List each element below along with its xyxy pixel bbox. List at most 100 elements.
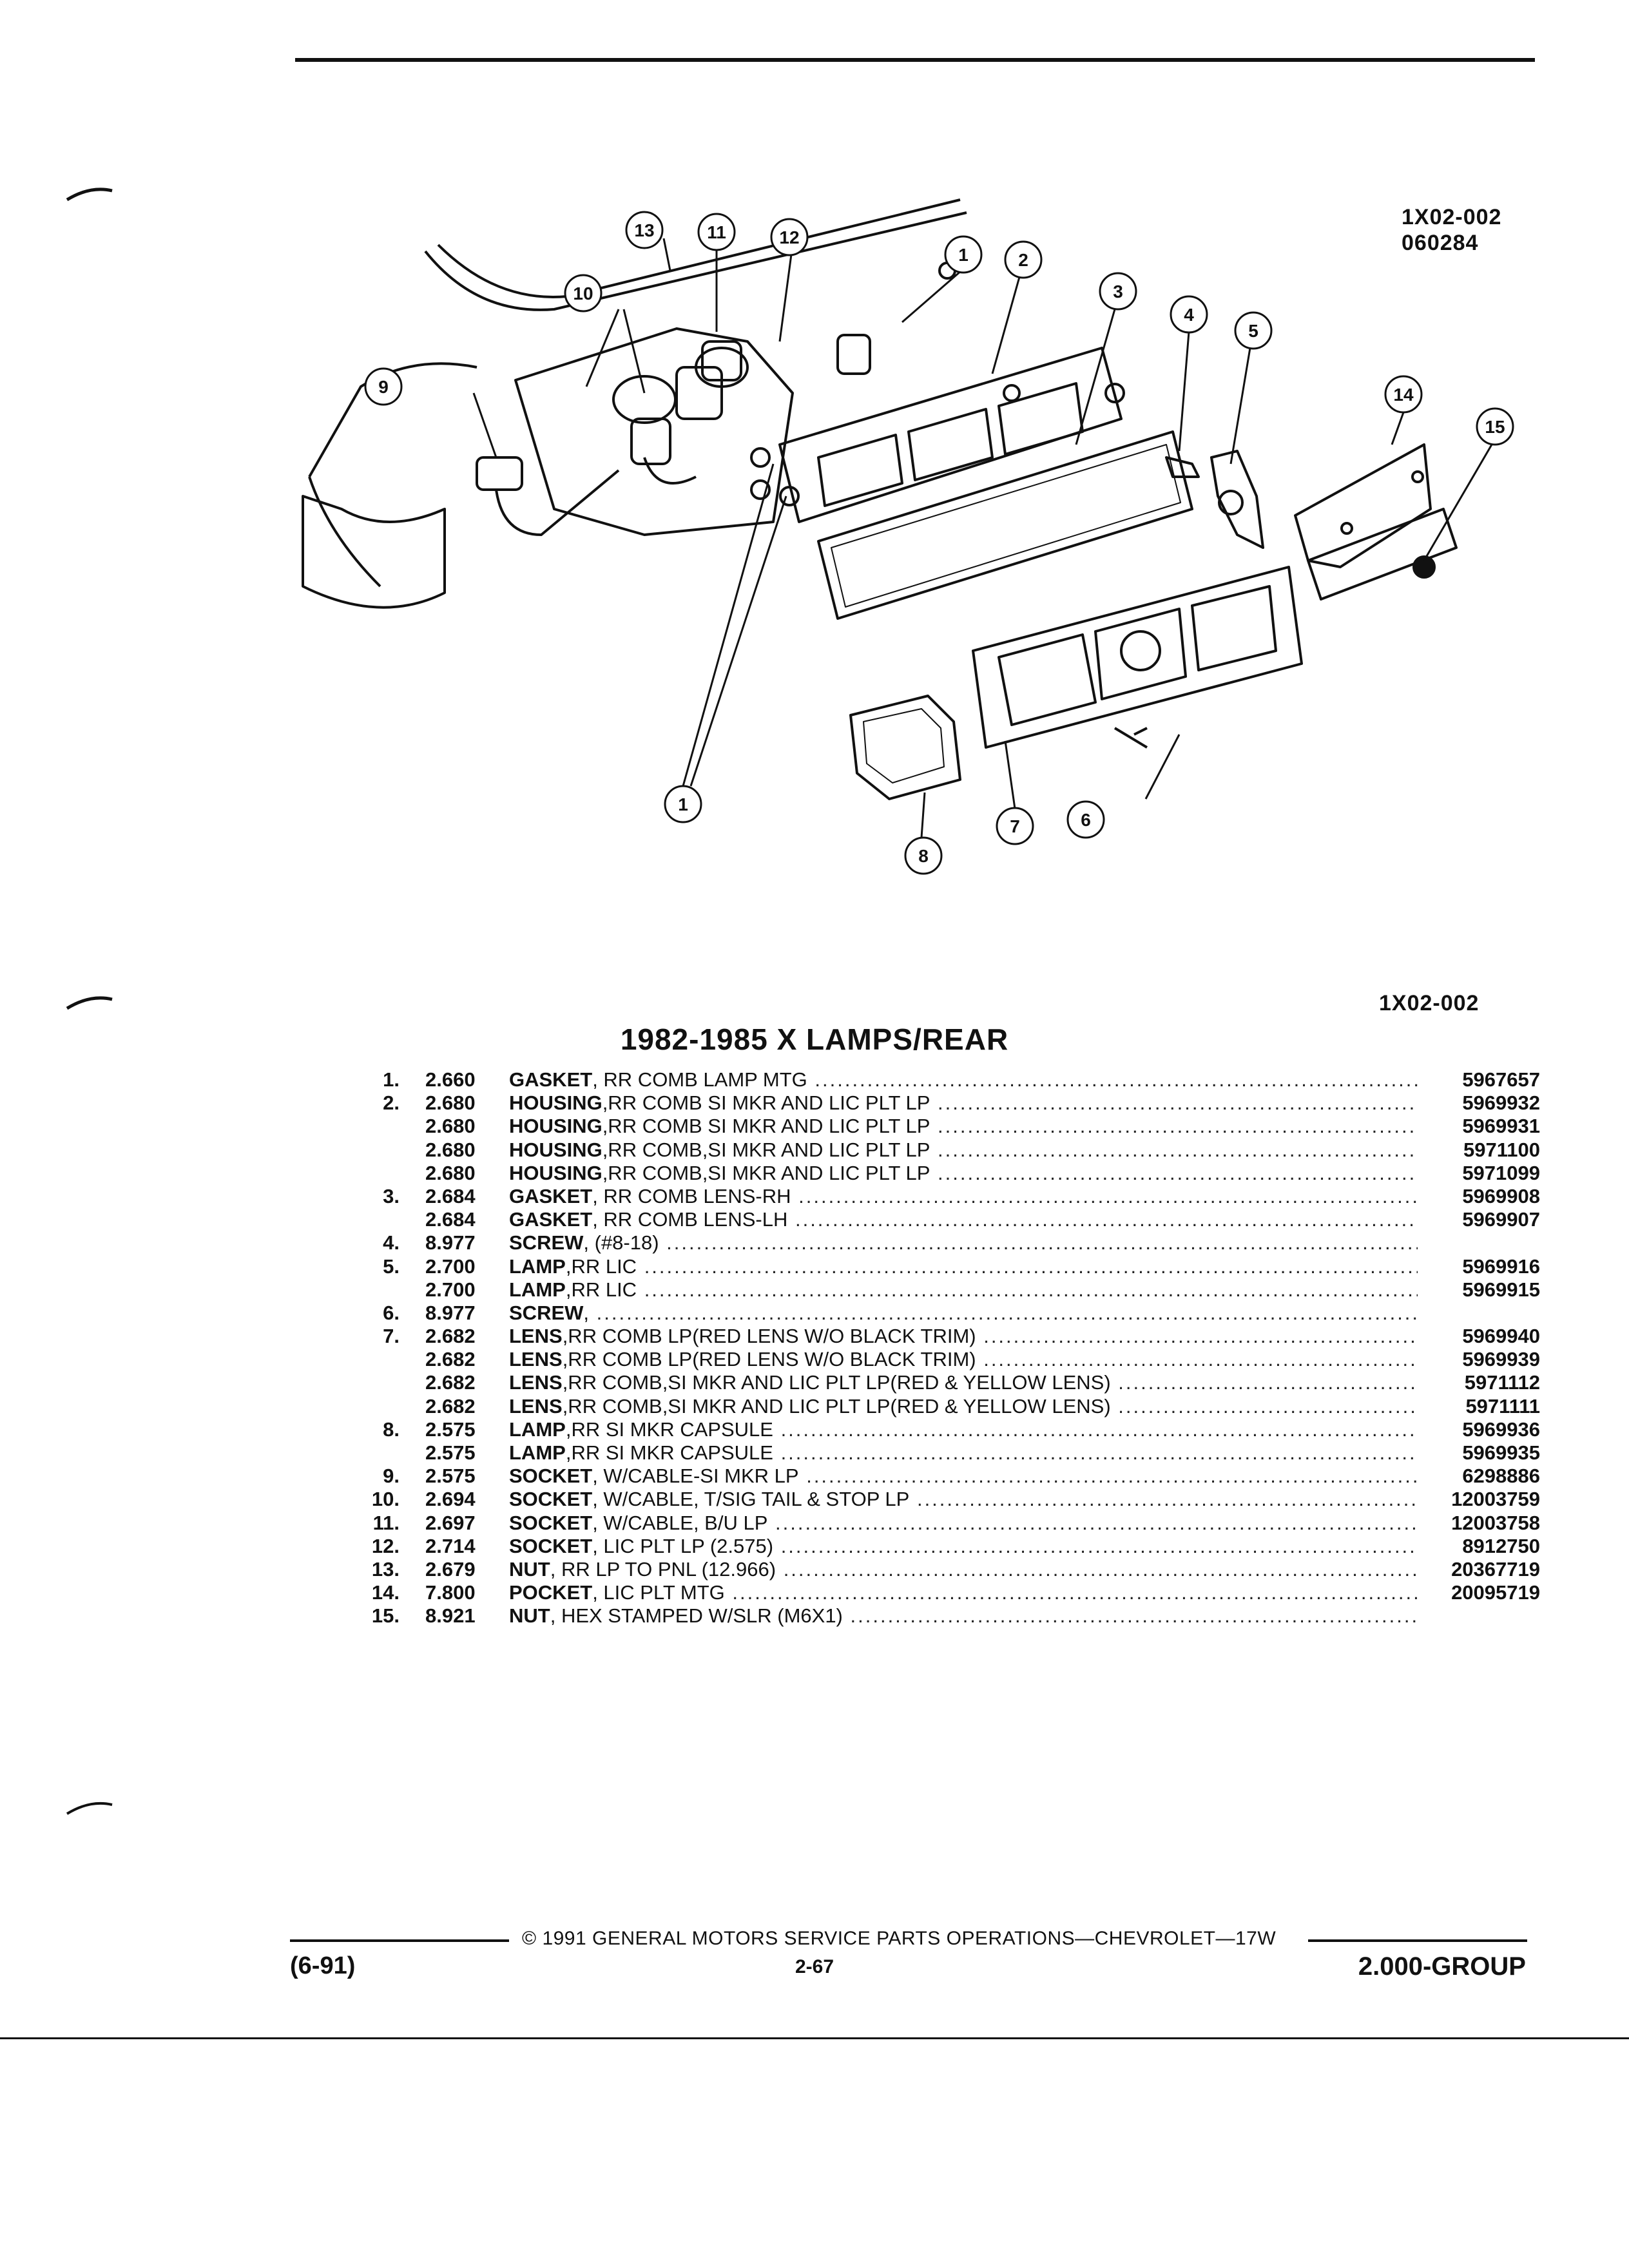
figure-code: 1X02-002 <box>1402 205 1502 229</box>
part-detail: , LIC PLT MTG <box>592 1581 725 1604</box>
callout-7: 7 <box>1010 816 1020 836</box>
part-description: SOCKET, W/CABLE-SI MKR LP ..............… <box>509 1465 1418 1488</box>
part-detail: , LIC PLT LP (2.575) <box>592 1534 774 1557</box>
part-description: LENS,RR COMB LP(RED LENS W/O BLACK TRIM)… <box>509 1325 1418 1348</box>
callout-13: 13 <box>634 220 654 240</box>
part-description: LENS,RR COMB,SI MKR AND LIC PLT LP(RED &… <box>509 1371 1418 1394</box>
callout-5: 5 <box>1248 321 1258 341</box>
item-number: 11. <box>372 1511 400 1534</box>
leader-dots: ........................................… <box>780 1534 1418 1557</box>
part-detail: ,RR LIC <box>565 1254 637 1278</box>
leader-dots: ........................................… <box>780 1441 1418 1464</box>
part-detail: ,RR COMB LP(RED LENS W/O BLACK TRIM) <box>562 1348 976 1371</box>
group-number: 8.977 <box>425 1231 476 1254</box>
callout-10: 10 <box>573 284 593 303</box>
part-detail: , HEX STAMPED W/SLR (M6X1) <box>550 1604 843 1628</box>
part-number: 5969915 <box>1462 1278 1540 1301</box>
group-number: 2.575 <box>425 1418 476 1441</box>
part-description: HOUSING,RR COMB SI MKR AND LIC PLT LP ..… <box>509 1115 1418 1138</box>
part-name: SCREW <box>509 1231 584 1254</box>
group-number: 2.682 <box>425 1325 476 1348</box>
part-name: SOCKET <box>509 1511 593 1534</box>
part-name: HOUSING <box>509 1161 602 1184</box>
part-name: LENS <box>509 1394 563 1418</box>
part-detail: , W/CABLE, B/U LP <box>592 1511 768 1534</box>
part-number: 5971111 <box>1465 1394 1540 1418</box>
part-description: HOUSING,RR COMB SI MKR AND LIC PLT LP ..… <box>509 1091 1418 1115</box>
leader-dots: ........................................… <box>596 1301 1418 1324</box>
part-detail: ,RR COMB,SI MKR AND LIC PLT LP(RED & YEL… <box>562 1394 1111 1418</box>
part-description: SOCKET, W/CABLE, B/U LP ................… <box>509 1512 1418 1535</box>
rear-lamp-diagram: 13 11 12 10 9 1 2 3 4 5 14 15 1 7 6 8 <box>302 198 1514 875</box>
part-number: 5971099 <box>1462 1161 1540 1184</box>
parts-row: 2.682 LENS,RR COMB,SI MKR AND LIC PLT LP(… <box>348 1395 1540 1418</box>
figure-date-code: 060284 <box>1402 231 1479 255</box>
part-name: SOCKET <box>509 1465 593 1488</box>
footer-bottom-rule <box>0 2037 1629 2039</box>
part-number: 5971112 <box>1464 1371 1540 1394</box>
part-description: NUT, RR LP TO PNL (12.966) .............… <box>509 1558 1418 1581</box>
part-number: 5967657 <box>1462 1068 1540 1091</box>
part-detail: , RR LP TO PNL (12.966) <box>550 1557 776 1581</box>
leader-dots: ........................................… <box>983 1348 1418 1371</box>
leader-dots: ........................................… <box>780 1418 1418 1441</box>
margin-mark <box>66 996 113 1010</box>
part-name: LAMP <box>509 1441 566 1464</box>
part-description: LAMP,RR SI MKR CAPSULE .................… <box>509 1418 1418 1441</box>
callout-4: 4 <box>1184 305 1194 325</box>
copyright-line: © 1991 GENERAL MOTORS SERVICE PARTS OPER… <box>522 1928 1277 1949</box>
part-name: SOCKET <box>509 1488 593 1511</box>
part-detail: ,RR COMB SI MKR AND LIC PLT LP <box>602 1115 930 1138</box>
part-detail: , W/CABLE-SI MKR LP <box>592 1465 799 1488</box>
item-number: 2. <box>383 1091 400 1115</box>
part-description: GASKET, RR COMB LENS-LH ................… <box>509 1208 1418 1231</box>
leader-dots: ........................................… <box>938 1161 1418 1184</box>
callout-8: 8 <box>918 846 929 866</box>
leader-dots: ........................................… <box>916 1488 1418 1511</box>
part-detail: , RR COMB LENS-LH <box>592 1208 788 1231</box>
item-number: 1. <box>383 1068 400 1091</box>
part-detail: ,RR COMB,SI MKR AND LIC PLT LP <box>602 1138 930 1161</box>
part-name: LAMP <box>509 1254 566 1278</box>
part-detail: ,RR SI MKR CAPSULE <box>565 1441 773 1464</box>
leader-dots: ........................................… <box>983 1325 1418 1348</box>
leader-dots: ........................................… <box>850 1604 1418 1628</box>
callout-1: 1 <box>958 245 969 265</box>
leader-dots: ........................................… <box>795 1208 1418 1231</box>
item-number: 10. <box>371 1488 400 1511</box>
part-description: HOUSING,RR COMB,SI MKR AND LIC PLT LP ..… <box>509 1139 1418 1162</box>
page-number: 2-67 <box>795 1956 834 1977</box>
part-number: 5971100 <box>1463 1138 1540 1161</box>
group-number: 2.682 <box>425 1394 476 1418</box>
callout-9: 9 <box>378 377 389 397</box>
item-number: 5. <box>383 1254 400 1278</box>
part-name: POCKET <box>509 1581 593 1604</box>
part-number: 5969935 <box>1462 1441 1540 1464</box>
group-number: 7.800 <box>425 1581 476 1604</box>
callout-1-lower: 1 <box>678 794 688 814</box>
part-detail: , RR COMB LAMP MTG <box>592 1068 807 1091</box>
leader-dots: ........................................… <box>806 1465 1418 1488</box>
item-number: 3. <box>383 1184 400 1207</box>
item-number: 9. <box>383 1465 400 1488</box>
leader-dots: ........................................… <box>938 1138 1418 1161</box>
group-number: 2.575 <box>425 1465 476 1488</box>
group-number: 2.680 <box>425 1115 476 1138</box>
group-number: 2.684 <box>425 1184 476 1207</box>
part-description: SOCKET, W/CABLE, T/SIG TAIL & STOP LP ..… <box>509 1488 1418 1511</box>
group-number: 8.977 <box>425 1301 476 1324</box>
group-number: 8.921 <box>425 1604 476 1628</box>
footer-rule-left <box>290 1939 509 1942</box>
leader-dots: ........................................… <box>1118 1371 1418 1394</box>
callout-6: 6 <box>1081 810 1091 830</box>
